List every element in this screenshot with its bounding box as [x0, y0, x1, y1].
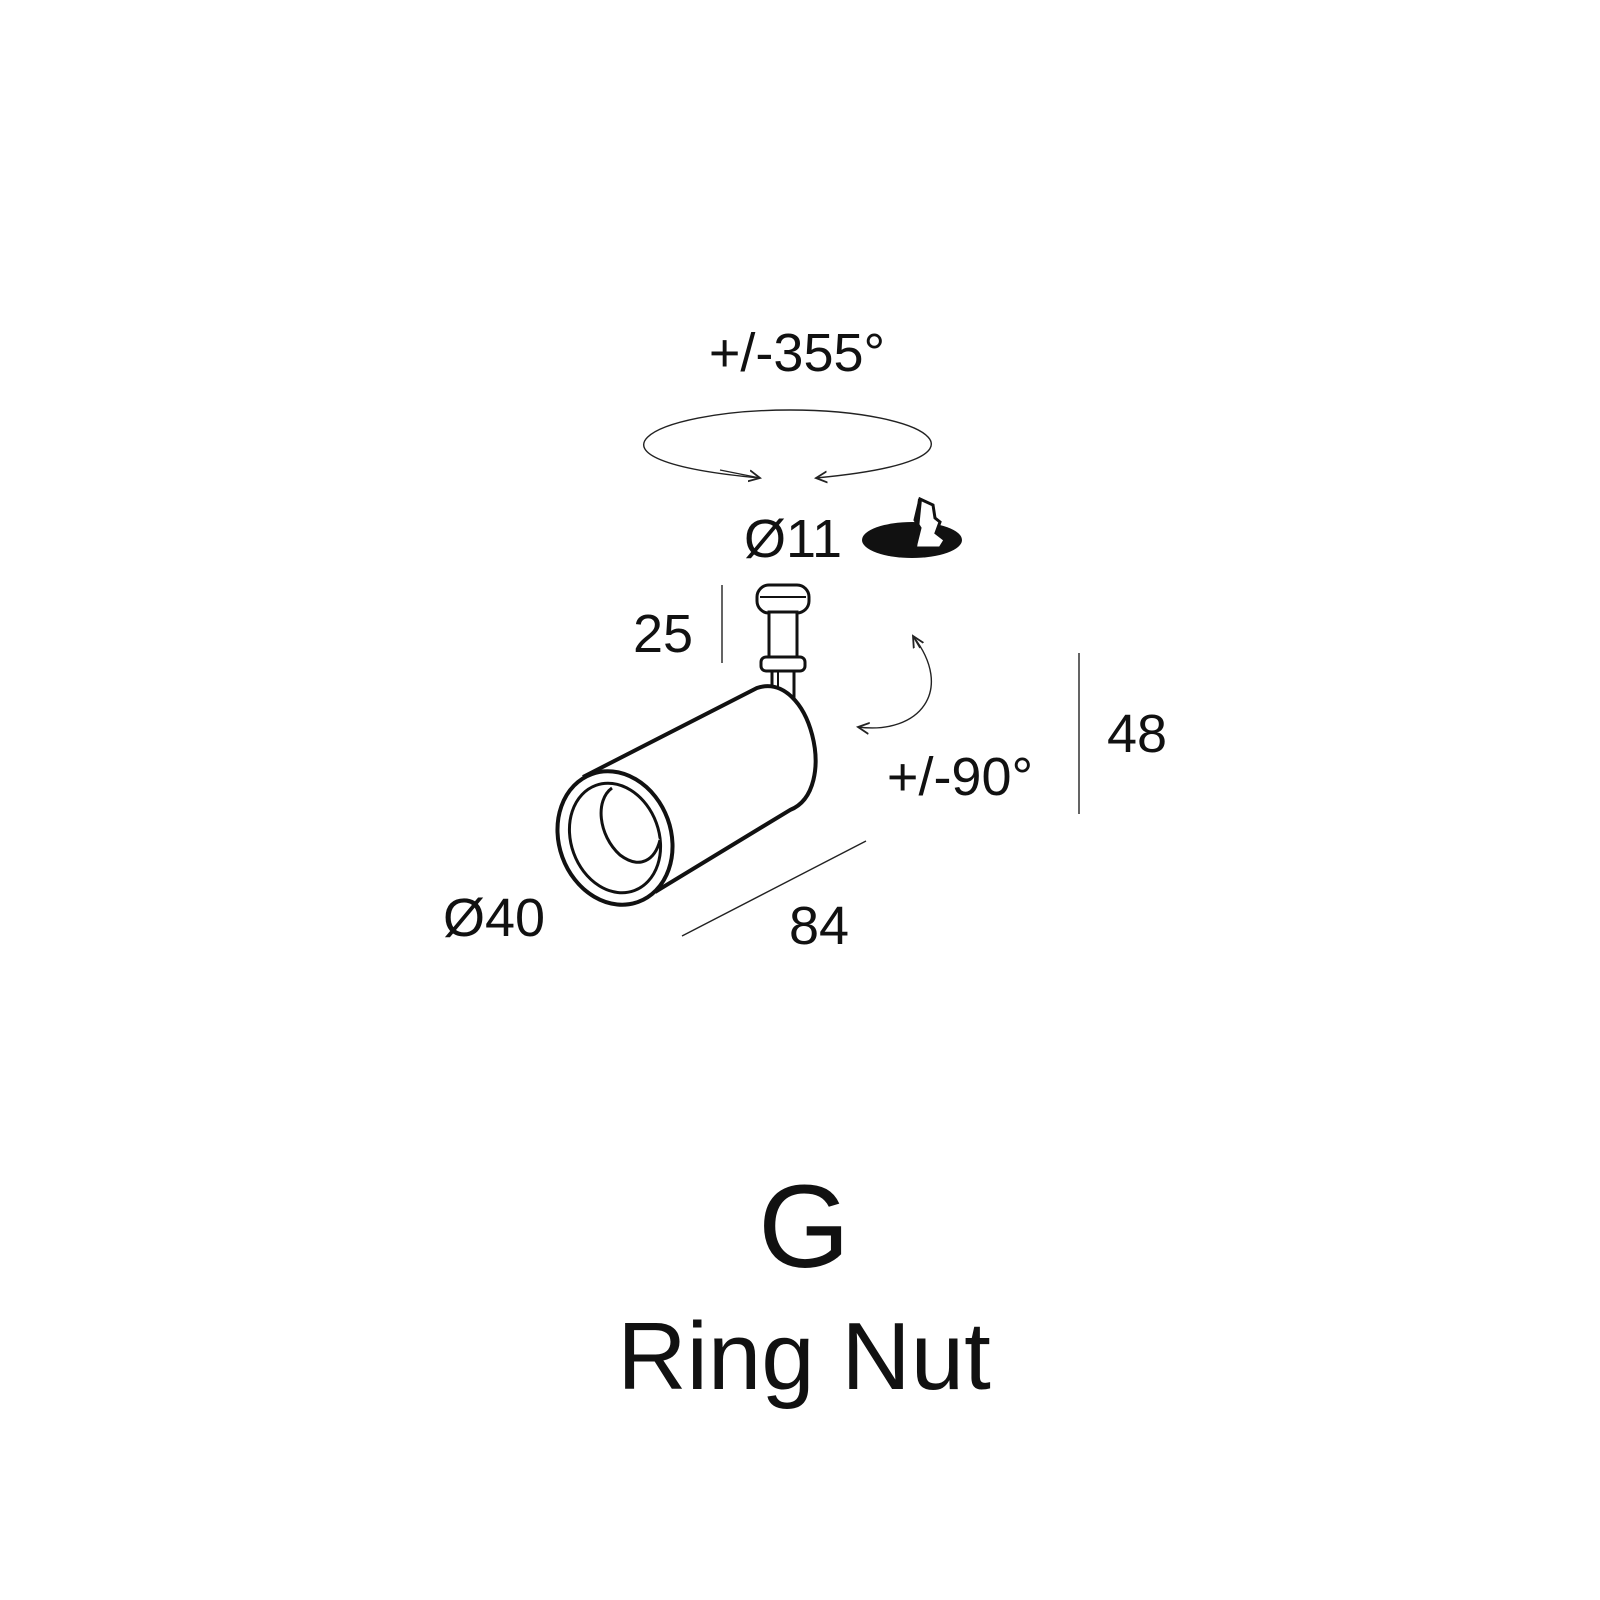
rotation-arrow-start [719, 469, 760, 478]
stem-height-label: 25 [633, 604, 693, 664]
diameter-label: Ø40 [443, 888, 545, 948]
mounting-stem [755, 583, 811, 703]
recessed-mount-icon [862, 496, 962, 558]
tilt-arrow-start [913, 636, 920, 648]
length-line [681, 840, 867, 937]
tilt-label: +/-90° [887, 747, 1033, 807]
height-label: 48 [1107, 704, 1167, 764]
stem-diameter-label: Ø11 [744, 509, 842, 569]
spotlight-body [555, 684, 818, 907]
tilt-arrow [858, 635, 933, 728]
product-code: G [758, 1161, 850, 1293]
length-label: 84 [789, 896, 849, 956]
product-name: Ring Nut [617, 1303, 991, 1410]
rotation-label: +/-355° [709, 323, 885, 383]
rotation-arrow [643, 409, 932, 478]
